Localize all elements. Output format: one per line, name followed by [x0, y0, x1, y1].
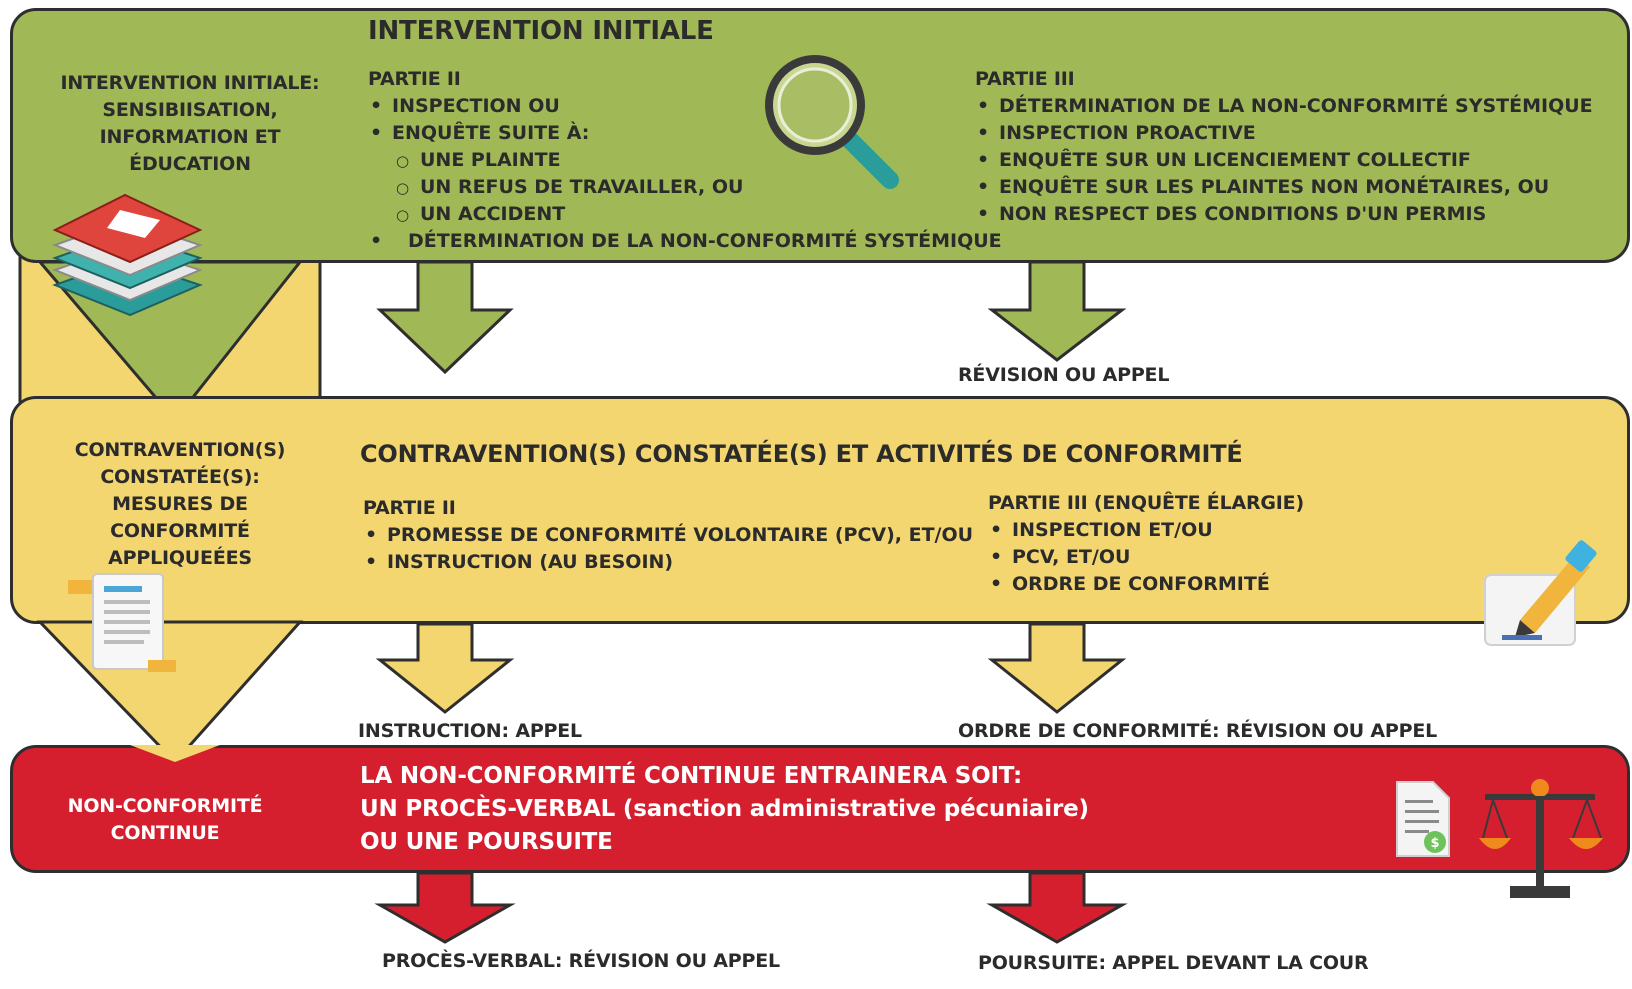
stage1-part2-list-end: DÉTERMINATION DE LA NON-CONFORMITÉ SYSTÉ… — [368, 228, 1002, 255]
list-item: ORDRE DE CONFORMITÉ — [988, 571, 1304, 598]
arrow2-left-label: INSTRUCTION: APPEL — [358, 720, 582, 742]
stage1-side-label: INTERVENTION INITIALE: SENSIBIISATION, I… — [60, 72, 320, 175]
magnifier-icon — [765, 55, 899, 189]
svg-text:$: $ — [1430, 836, 1439, 851]
list-item: INSPECTION ET/OU — [988, 517, 1304, 544]
stage2-title: CONTRAVENTION(S) CONSTATÉE(S) ET ACTIVIT… — [360, 440, 1243, 468]
stage2-part2-heading: PARTIE II — [363, 497, 456, 519]
stage2-part3-heading: PARTIE III (ENQUÊTE ÉLARGIE) — [988, 492, 1304, 514]
stage3-line-3: OU UNE POURSUITE — [360, 829, 613, 855]
stage2-part2: PARTIE II PROMESSE DE CONFORMITÉ VOLONTA… — [363, 495, 973, 576]
invoice-icon: $ — [1396, 781, 1450, 857]
stage2-part3-list: INSPECTION ET/OU PCV, ET/OU ORDRE DE CON… — [988, 517, 1304, 598]
list-item: ENQUÊTE SUR LES PLAINTES NON MONÉTAIRES,… — [975, 174, 1593, 201]
stage3-arrow-left — [374, 871, 516, 944]
list-item: UN ACCIDENT — [394, 201, 1002, 229]
pen-document-icon — [1484, 540, 1597, 646]
list-item: DÉTERMINATION DE LA NON-CONFORMITÉ SYSTÉ… — [975, 93, 1593, 120]
stage2-arrow-left — [375, 622, 515, 714]
stage3-text: LA NON-CONFORMITÉ CONTINUE ENTRAINERA SO… — [360, 760, 1089, 859]
stage3-arrow-right — [986, 871, 1128, 944]
stage3-side-label: NON-CONFORMITÉ CONTINUE — [67, 795, 263, 844]
stage3-line-1: LA NON-CONFORMITÉ CONTINUE ENTRAINERA SO… — [360, 763, 1023, 789]
stage2-part2-list: PROMESSE DE CONFORMITÉ VOLONTAIRE (PCV),… — [363, 522, 973, 576]
arrow3-left-label: PROCÈS-VERBAL: RÉVISION OU APPEL — [382, 950, 780, 972]
stage3-line-2: UN PROCÈS-VERBAL (sanction administrativ… — [360, 796, 1089, 822]
stage1-part3-heading: PARTIE III — [975, 68, 1075, 90]
list-item: PROMESSE DE CONFORMITÉ VOLONTAIRE (PCV),… — [363, 522, 973, 549]
stage2-panel — [10, 396, 1630, 624]
list-item: UNE PLAINTE — [394, 147, 1002, 175]
stage1-part3-list: DÉTERMINATION DE LA NON-CONFORMITÉ SYSTÉ… — [975, 93, 1593, 228]
list-item: INSPECTION OU — [368, 93, 1002, 120]
stage1-part2-heading: PARTIE II — [368, 68, 461, 90]
stage1-arrow-left — [376, 260, 514, 375]
arrow1-right-label: RÉVISION OU APPEL — [958, 364, 1170, 386]
list-item: NON RESPECT DES CONDITIONS D'UN PERMIS — [975, 201, 1593, 228]
list-item: INSTRUCTION (AU BESOIN) — [363, 549, 973, 576]
list-item: ENQUÊTE SUR UN LICENCIEMENT COLLECTIF — [975, 147, 1593, 174]
stage1-title: INTERVENTION INITIALE — [368, 16, 714, 46]
stage1-part2: PARTIE II INSPECTION OU ENQUÊTE SUITE À:… — [368, 66, 1002, 255]
arrow3-right-label: POURSUITE: APPEL DEVANT LA COUR — [978, 952, 1369, 974]
books-icon — [52, 193, 203, 317]
arrow2-right-label: ORDRE DE CONFORMITÉ: RÉVISION OU APPEL — [958, 720, 1438, 742]
stage1-arrow-right — [987, 260, 1127, 362]
stage2-side-label: CONTRAVENTION(S) CONSTATÉE(S): MESURES D… — [74, 439, 286, 569]
stage1-part2-list: INSPECTION OU ENQUÊTE SUITE À: — [368, 93, 1002, 147]
stage1-part3: PARTIE III DÉTERMINATION DE LA NON-CONFO… — [975, 66, 1593, 228]
stage3-panel — [10, 745, 1630, 873]
stage2-part3: PARTIE III (ENQUÊTE ÉLARGIE) INSPECTION … — [988, 490, 1304, 598]
scales-icon — [1479, 779, 1603, 898]
stage1-part2-sublist: UNE PLAINTE UN REFUS DE TRAVAILLER, OU U… — [394, 147, 1002, 229]
list-item: UN REFUS DE TRAVAILLER, OU — [394, 174, 1002, 202]
stage2-arrow-right — [987, 622, 1127, 714]
list-item: DÉTERMINATION DE LA NON-CONFORMITÉ SYSTÉ… — [368, 228, 1002, 255]
list-item: ENQUÊTE SUITE À: — [368, 120, 1002, 147]
document-icon — [68, 573, 176, 672]
list-item: PCV, ET/OU — [988, 544, 1304, 571]
chevron-tip-patch — [130, 745, 220, 762]
list-item: INSPECTION PROACTIVE — [975, 120, 1593, 147]
